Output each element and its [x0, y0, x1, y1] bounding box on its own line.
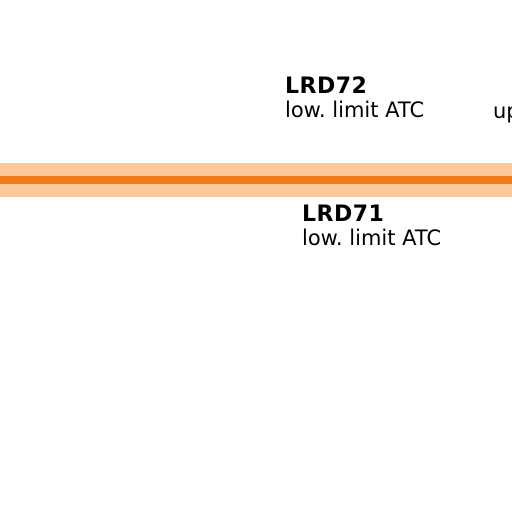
clipped-label-text: up: [493, 99, 512, 123]
label-name: LRD71: [302, 202, 385, 227]
label-name: LRD72: [285, 74, 368, 99]
label-lrd71[interactable]: LRD71 low. limit ATC: [302, 204, 441, 249]
label-description: low. limit ATC: [285, 98, 425, 122]
route-line[interactable]: [0, 176, 512, 184]
label-description: low. limit ATC: [302, 226, 442, 250]
label-lrd72[interactable]: LRD72 low. limit ATC: [285, 76, 424, 121]
